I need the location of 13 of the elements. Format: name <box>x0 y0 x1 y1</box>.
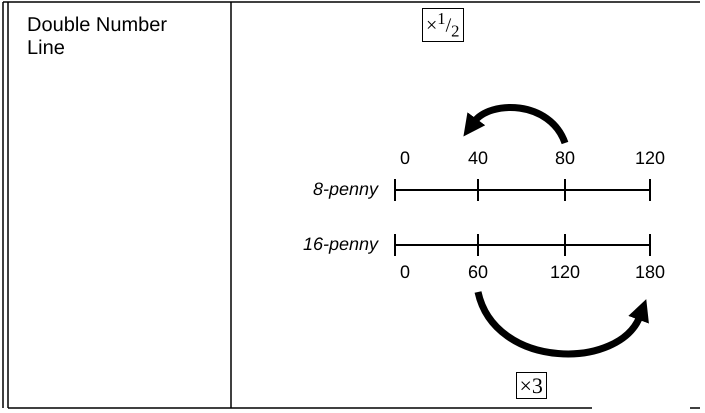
tick-label: 80 <box>555 148 576 169</box>
factor-label: ×3 <box>516 372 547 400</box>
tick-label: 60 <box>468 262 488 283</box>
tick-label: 0 <box>400 148 410 169</box>
factor-label: ×$^{1}$/$_{2}$ <box>422 8 464 42</box>
tick-label: 120 <box>635 148 666 169</box>
tick-label: 40 <box>468 148 488 169</box>
tick-label: 180 <box>635 262 666 283</box>
cell-text: Double Number Line <box>27 14 168 60</box>
tick-label: 0 <box>400 262 410 283</box>
tick-label: 120 <box>550 262 580 283</box>
line-label: 16-penny <box>303 234 378 255</box>
line-label: 8-penny <box>313 179 378 200</box>
